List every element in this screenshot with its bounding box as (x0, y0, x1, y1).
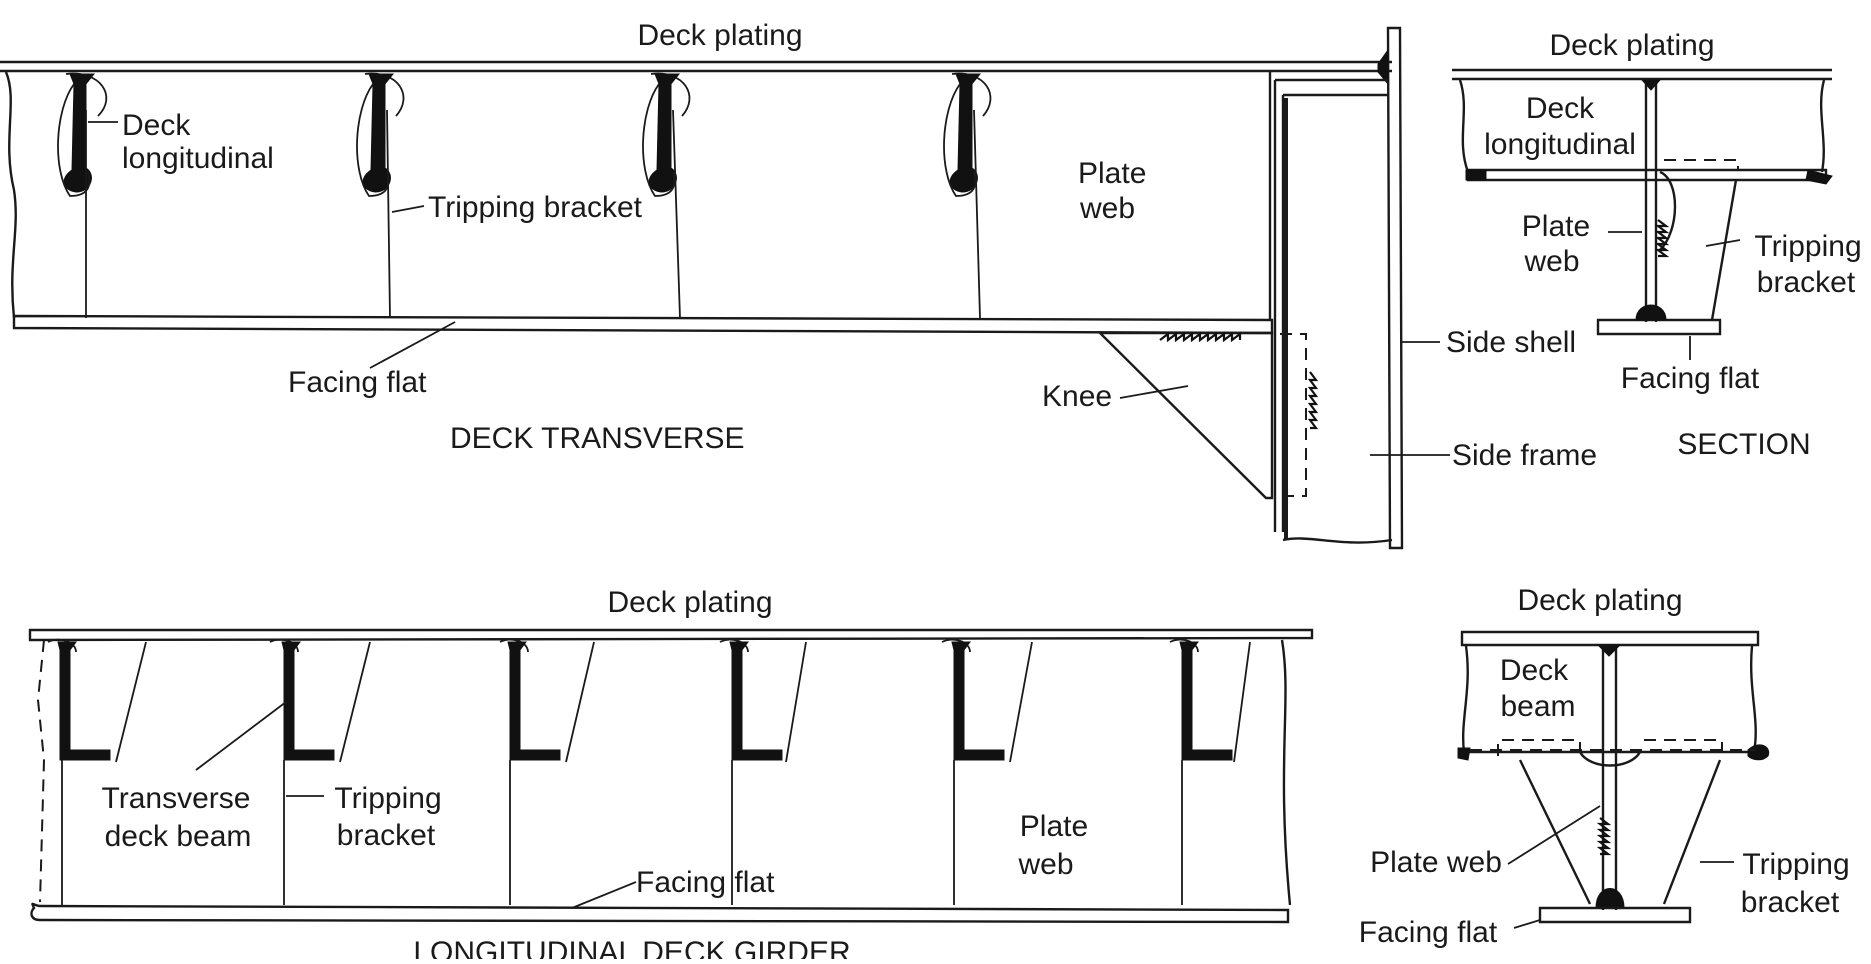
beam-section-deck (1460, 630, 1760, 647)
knee-weld (1159, 331, 1242, 343)
label-section-plate-web-1: Plate (1522, 210, 1590, 243)
label-section-deck-plating: Deck plating (1549, 29, 1714, 62)
knee-bracket (1097, 331, 1274, 500)
section-deck-plating (1452, 68, 1832, 81)
section-web (1644, 80, 1658, 322)
label-section-deck-long-1: Deck (1526, 92, 1595, 125)
label-tripping-bracket-top: Tripping bracket (428, 191, 643, 224)
frame-weld (1307, 371, 1319, 430)
label-section-plate-web-2: web (1523, 245, 1579, 278)
label-deck-longitudinal-1: Deck (122, 109, 191, 142)
knee-dashed (1280, 333, 1307, 497)
label-girder-tripping-2: bracket (337, 819, 436, 852)
title-section: SECTION (1677, 428, 1810, 461)
label-deck-beam-1: Deck (1500, 654, 1569, 687)
shell-weld (1377, 48, 1389, 86)
label-girder-tripping-1: Tripping (334, 782, 441, 815)
label-side-frame: Side frame (1452, 439, 1597, 472)
label-deck-plating-top: Deck plating (637, 19, 802, 52)
girder-left-dash (36, 639, 46, 903)
label-facing-flat-top: Facing flat (288, 366, 427, 399)
label-beam-section-tripping-2: bracket (1741, 886, 1840, 919)
label-plate-web-top-1: Plate (1078, 157, 1146, 190)
title-deck-transverse: DECK TRANSVERSE (450, 422, 745, 455)
label-girder-facing-flat: Facing flat (636, 866, 775, 899)
beam-section-web (1601, 645, 1618, 910)
facing-flat-bar (12, 314, 1274, 335)
deck-plating-line (0, 60, 1392, 73)
section-drawing-bottom (1457, 630, 1770, 929)
label-girder-plate-web-1: Plate (1020, 810, 1088, 843)
label-beam-section-deck-plating: Deck plating (1517, 584, 1682, 617)
section-drawing-top (1452, 68, 1833, 360)
label-beam-section-plate-web: Plate web (1370, 846, 1502, 879)
deck-longitudinals (57, 72, 992, 319)
deck-transverse-drawing (0, 26, 1450, 550)
girder-deck-plating (28, 628, 1314, 642)
label-section-tripping-2: bracket (1757, 266, 1856, 299)
title-longitudinal-girder: LONGITUDINAL DECK GIRDER (413, 936, 850, 959)
side-shell-plate (1386, 26, 1404, 550)
label-section-facing-flat: Facing flat (1621, 362, 1760, 395)
label-knee: Knee (1042, 380, 1112, 413)
beam-section-bracket (1518, 759, 1722, 905)
girder-facing-flat (30, 902, 1290, 924)
side-frame (1273, 78, 1388, 532)
section-bracket-edge (1710, 179, 1738, 321)
break-line (4, 71, 17, 319)
label-girder-deck-plating: Deck plating (607, 586, 772, 619)
label-section-tripping-1: Tripping (1754, 230, 1861, 263)
label-girder-plate-web-2: web (1017, 848, 1073, 881)
label-beam-section-facing-flat: Facing flat (1359, 916, 1498, 949)
label-section-deck-long-2: longitudinal (1484, 128, 1636, 161)
label-transverse-beam-2: deck beam (105, 820, 252, 853)
beam-section-facing-flat (1538, 906, 1692, 924)
section-facing-flat (1596, 318, 1722, 336)
label-deck-longitudinal-2: longitudinal (122, 142, 274, 175)
side-frame-break (1282, 537, 1393, 544)
label-plate-web-top-2: web (1079, 192, 1135, 225)
label-deck-beam-2: beam (1500, 690, 1575, 723)
label-transverse-beam-1: Transverse (102, 782, 251, 815)
transverse-deck-beams (47, 638, 1251, 905)
label-side-shell: Side shell (1446, 326, 1576, 359)
longitudinal-girder-drawing (28, 628, 1314, 924)
label-beam-section-tripping-1: Tripping (1742, 848, 1849, 881)
